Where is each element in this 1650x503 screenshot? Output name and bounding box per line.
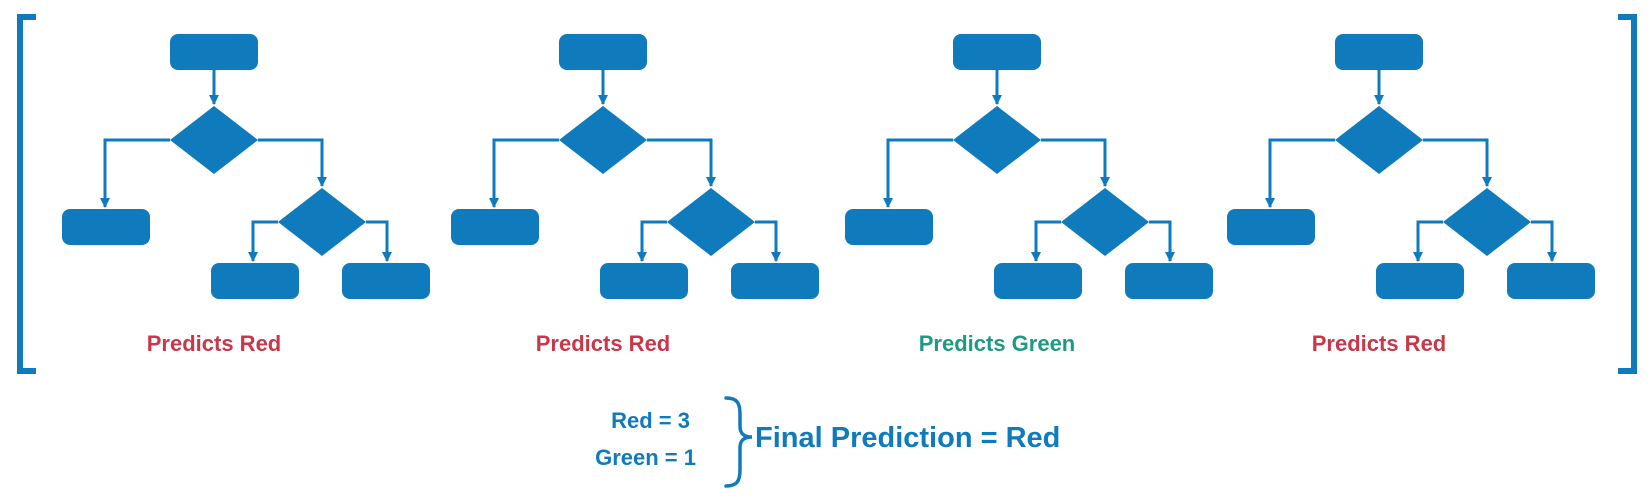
root-node	[559, 34, 647, 70]
tree-prediction-label: Predicts Red	[147, 331, 282, 356]
tree-prediction-label: Predicts Green	[919, 331, 1076, 356]
decision-node-right	[278, 188, 366, 256]
root-node	[953, 34, 1041, 70]
decision-node-root	[1335, 106, 1423, 174]
right-bracket	[1618, 14, 1637, 374]
decision-tree-4: Predicts Red	[1227, 34, 1595, 356]
edge-decision-to-right-decision	[1041, 138, 1110, 187]
leaf-node-right-left	[994, 263, 1082, 299]
left-bracket	[17, 14, 36, 374]
edge-right-decision-to-right-leaf	[755, 220, 781, 262]
edge-right-decision-to-right-leaf	[366, 220, 392, 262]
leaf-node-right-right	[731, 263, 819, 299]
decision-node-right	[667, 188, 755, 256]
edge-right-decision-to-left-leaf	[248, 220, 278, 262]
leaf-node-left	[451, 209, 539, 245]
edge-decision-to-left-leaf	[1265, 138, 1335, 208]
edge-decision-to-right-decision	[258, 138, 327, 187]
leaf-node-left	[62, 209, 150, 245]
leaf-node-right-left	[1376, 263, 1464, 299]
edge-right-decision-to-left-leaf	[637, 220, 667, 262]
tree-prediction-label: Predicts Red	[1312, 331, 1447, 356]
edge-right-decision-to-right-leaf	[1531, 220, 1557, 262]
decision-node-root	[170, 106, 258, 174]
leaf-node-right-left	[600, 263, 688, 299]
leaf-node-right-right	[1507, 263, 1595, 299]
edge-right-decision-to-right-leaf	[1149, 220, 1175, 262]
leaf-node-right-left	[211, 263, 299, 299]
decision-tree-2: Predicts Red	[451, 34, 819, 356]
edge-decision-to-right-decision	[647, 138, 716, 187]
vote-green: Green = 1	[595, 445, 696, 470]
leaf-node-right-right	[1125, 263, 1213, 299]
leaf-node-left	[1227, 209, 1315, 245]
root-node	[170, 34, 258, 70]
root-node	[1335, 34, 1423, 70]
edge-decision-to-right-decision	[1423, 138, 1492, 187]
edge-right-decision-to-left-leaf	[1031, 220, 1061, 262]
tree-prediction-label: Predicts Red	[536, 331, 671, 356]
edge-right-decision-to-left-leaf	[1413, 220, 1443, 262]
final-prediction: Final Prediction = Red	[755, 422, 1060, 454]
curly-brace	[724, 396, 753, 488]
edge-decision-to-left-leaf	[489, 138, 559, 208]
trees-layer: Predicts Red Predicts Red Predicts Green Pr…	[62, 34, 1595, 356]
decision-node-right	[1061, 188, 1149, 256]
leaf-node-right-right	[342, 263, 430, 299]
decision-tree-1: Predicts Red	[62, 34, 430, 356]
decision-node-root	[953, 106, 1041, 174]
decision-tree-3: Predicts Green	[845, 34, 1213, 356]
leaf-node-left	[845, 209, 933, 245]
edge-decision-to-left-leaf	[100, 138, 170, 208]
decision-node-root	[559, 106, 647, 174]
edge-decision-to-left-leaf	[883, 138, 953, 208]
vote-red: Red = 3	[611, 408, 690, 433]
decision-node-right	[1443, 188, 1531, 256]
